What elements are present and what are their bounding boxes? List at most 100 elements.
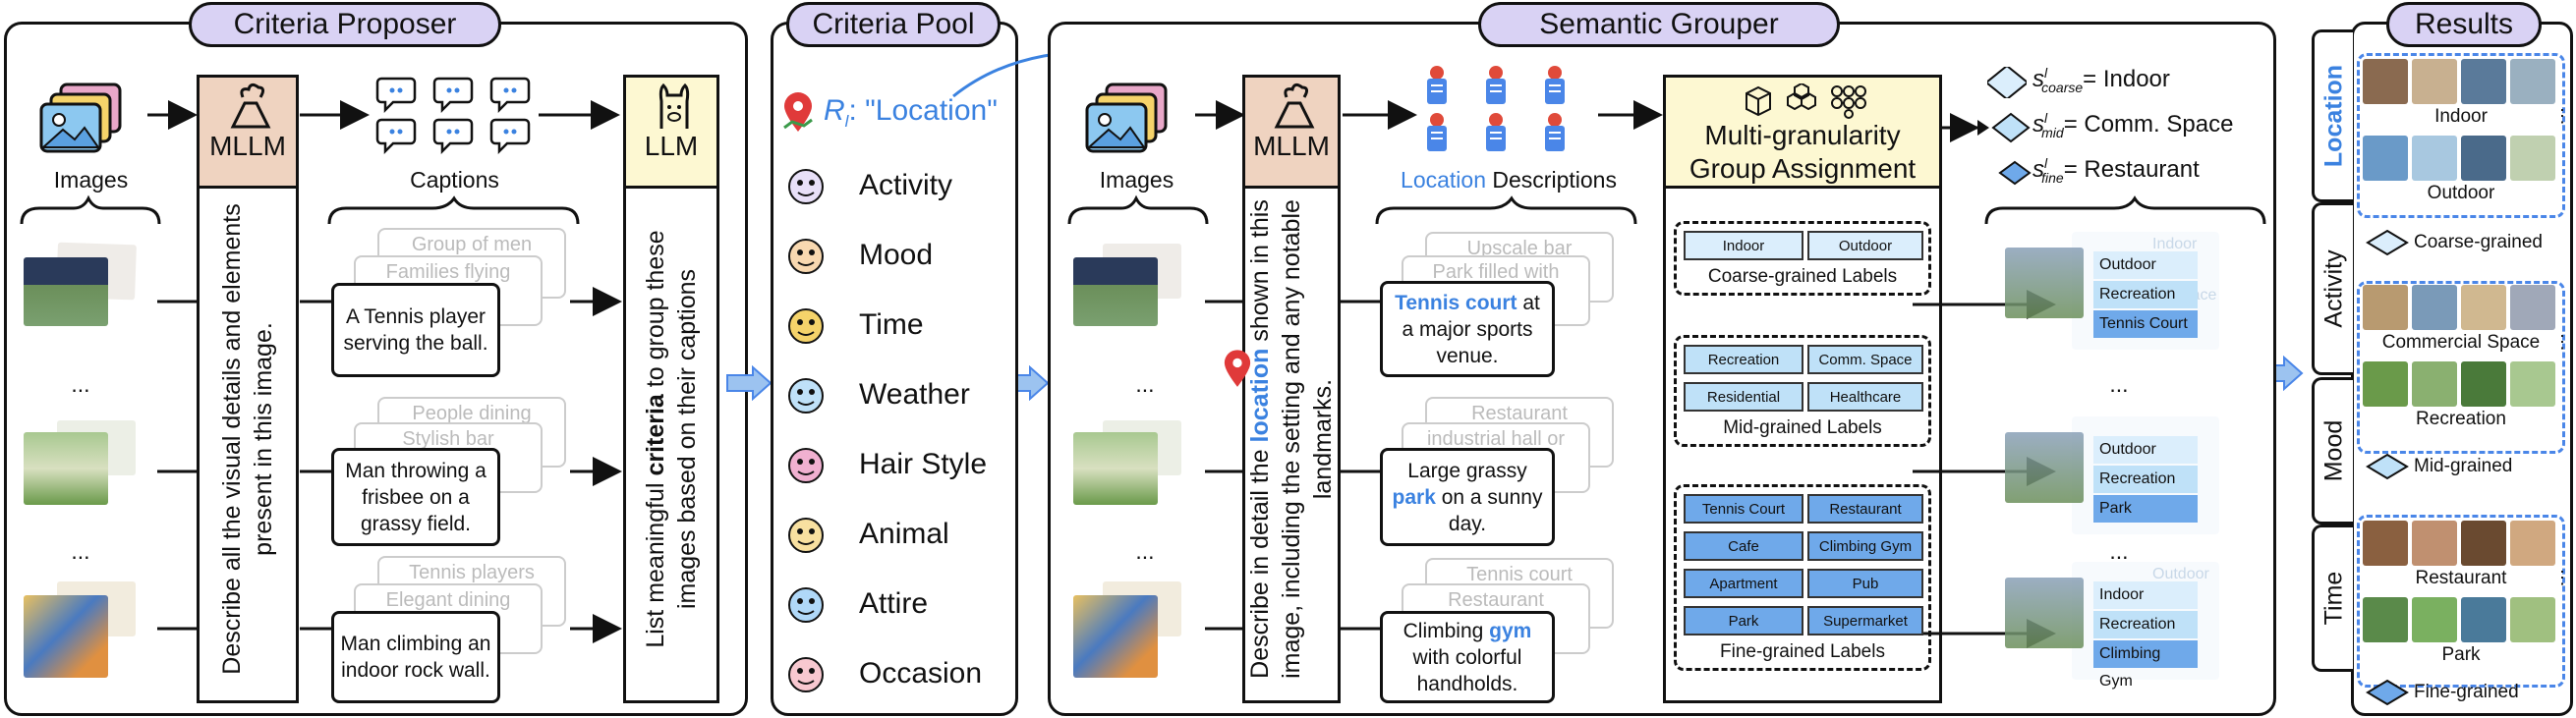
legend-entry: slmid= Comm. Space (2032, 110, 2234, 140)
criterion-item[interactable]: Activity (859, 169, 953, 201)
grouper-mllm-box: MLLM Describe in detail the location sho… (1242, 75, 1341, 703)
result-group-label: Outdoor (2427, 183, 2495, 203)
granularity-label: Coarse-grained (2414, 232, 2543, 252)
stack-back-label: Indoor (2152, 236, 2198, 252)
images-label: Images (1099, 167, 1174, 193)
fine-label: Restaurant (1807, 494, 1923, 524)
ellipsis: ... (2109, 538, 2129, 564)
stack-photo (2005, 432, 2084, 503)
legend-entry: slfine= Restaurant (2032, 155, 2200, 186)
criteria-pool-title: Criteria Pool (786, 2, 1001, 47)
stack-mid: Recreation (2093, 611, 2198, 638)
tab-activity[interactable]: Activity (2312, 202, 2353, 375)
granularity-label: Mid-grained (2414, 456, 2513, 476)
criterion-item[interactable]: Hair Style (859, 448, 988, 480)
result-thumbnail (2510, 361, 2555, 407)
volcano-icon (229, 82, 272, 131)
stack-photo (2005, 248, 2084, 318)
fine-label: Tennis Court (1684, 494, 1803, 524)
result-thumbnail (2461, 361, 2506, 407)
criterion-item[interactable]: Occasion (859, 657, 983, 690)
mid-label: Residential (1684, 382, 1803, 412)
more-icon[interactable]: ⋮ (2553, 332, 2571, 352)
criterion-item[interactable]: Attire (859, 587, 929, 620)
stack-fine: Climbing Gym (2093, 640, 2198, 690)
stack-mid: Recreation (2093, 466, 2198, 493)
captions-label: Captions (410, 167, 499, 193)
results-title: Results (2386, 2, 2542, 47)
cube-cluster-icon (1737, 82, 1874, 119)
criterion-item[interactable]: Animal (859, 518, 949, 550)
result-thumbnail (2461, 136, 2506, 181)
coarse-label: Outdoor (1807, 231, 1923, 260)
result-group-label: Restaurant (2415, 568, 2507, 588)
mid-label-group (1674, 335, 1931, 447)
result-thumbnail (2510, 521, 2555, 566)
photo-tennis-front (24, 257, 108, 326)
diamond-icon (2363, 228, 2412, 257)
proposer-arrows (20, 100, 622, 643)
ellipsis-1: ... (1135, 371, 1155, 397)
ellipsis: ... (2109, 371, 2129, 397)
activity-icon (786, 167, 826, 206)
selected-criterion[interactable]: Rl: "Location" (824, 94, 998, 131)
tab-label: Mood (2319, 419, 2347, 482)
photo-tennis (1073, 257, 1158, 326)
images-icon (39, 83, 124, 163)
caption-card: Man climbing an indoor rock wall. (331, 611, 500, 703)
result-thumbnail (2363, 136, 2408, 181)
stack-photo (2005, 578, 2084, 648)
description-card: Tennis court at a major sports venue. (1380, 281, 1555, 377)
result-thumbnail (2412, 59, 2457, 104)
criterion-item[interactable]: Mood (859, 239, 934, 271)
group-assignment-box: Multi-granularity Group Assignment Indoo… (1663, 75, 1942, 703)
stack-fine: Tennis Court (2093, 310, 2198, 338)
stack-coarse: Indoor (2093, 581, 2198, 609)
granularity-label: Fine-grained (2414, 682, 2519, 702)
llama-icon (652, 82, 697, 133)
description-card: Climbing gym with colorful handholds. (1380, 611, 1555, 703)
mid-label: Comm. Space (1807, 345, 1923, 374)
llm-box: LLM List meaningful criteria to group th… (623, 75, 719, 703)
diamond-icon (1984, 64, 2030, 103)
photo-climb (1073, 595, 1158, 678)
result-thumbnail (2412, 136, 2457, 181)
llm-header: LLM (626, 78, 716, 189)
stack-mid: Recreation (2093, 281, 2198, 308)
coarse-label: Indoor (1684, 231, 1803, 260)
fine-caption: Fine-grained Labels (1720, 641, 1885, 662)
tab-mood[interactable]: Mood (2312, 377, 2353, 525)
result-group-label: Indoor (2434, 106, 2488, 127)
result-thumbnail (2363, 59, 2408, 104)
result-group-label: Recreation (2416, 409, 2506, 429)
result-thumbnail (2510, 597, 2555, 642)
result-thumbnail (2461, 285, 2506, 330)
photo-climb (24, 595, 108, 678)
tab-location[interactable]: Location (2312, 29, 2353, 202)
result-thumbnail (2363, 285, 2408, 330)
more-icon[interactable]: ⋮ (2553, 568, 2571, 587)
captions-icon-grid (375, 75, 533, 159)
caption-card: Man throwing a frisbee on a grassy field… (331, 448, 500, 546)
result-thumbnail (2363, 521, 2408, 566)
ellipsis-1: ... (71, 371, 90, 397)
description-card: Large grassy park on a sunny day. (1380, 448, 1555, 546)
more-icon[interactable]: ⋮ (2553, 106, 2571, 126)
criteria-proposer-title: Criteria Proposer (189, 2, 501, 47)
coarse-caption: Coarse-grained Labels (1707, 266, 1898, 287)
time-icon (786, 306, 826, 346)
result-thumbnail (2363, 361, 2408, 407)
criterion-item[interactable]: Weather (859, 378, 970, 411)
weather-icon (786, 376, 826, 415)
stack-coarse: Outdoor (2093, 251, 2198, 279)
fine-label: Supermarket (1807, 606, 1923, 635)
criterion-item[interactable]: Time (859, 308, 924, 341)
tab-time[interactable]: Time (2312, 525, 2353, 672)
result-thumbnail (2363, 597, 2408, 642)
mllm-label: MLLM (1253, 131, 1330, 161)
result-box (2357, 281, 2565, 454)
result-thumbnail (2412, 361, 2457, 407)
legend-entry: slcoarse= Indoor (2032, 65, 2170, 95)
location-pin-icon (782, 92, 814, 134)
diamond-icon (1991, 112, 2031, 148)
